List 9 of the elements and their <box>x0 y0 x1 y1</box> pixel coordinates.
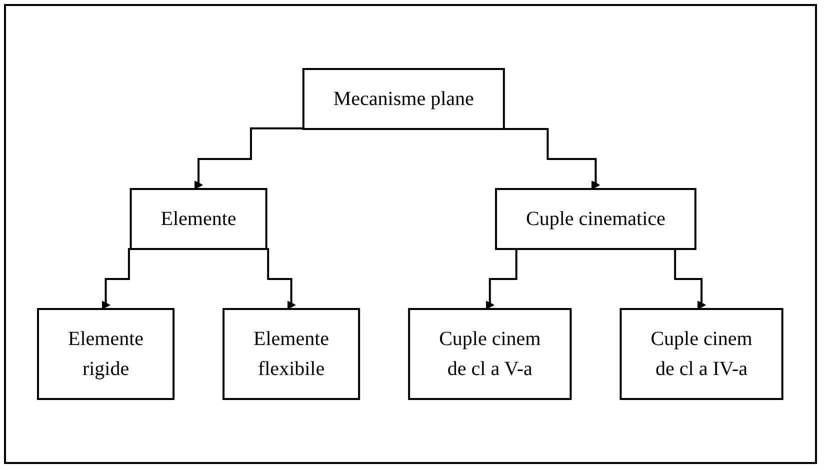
node-box <box>222 308 360 400</box>
node-box <box>302 68 506 130</box>
node-box <box>495 188 697 250</box>
node-box <box>37 308 175 400</box>
node-box <box>408 308 572 400</box>
arrow <box>194 127 304 190</box>
node-box <box>620 308 784 400</box>
diagram-frame: Mecanisme plane Elemente Cuple cinematice Elemente rigide Elemente flexibile Cuple cinem de cl a V-a Cuple cinem de cl a IV-a <box>4 4 817 464</box>
node-box <box>130 188 268 250</box>
